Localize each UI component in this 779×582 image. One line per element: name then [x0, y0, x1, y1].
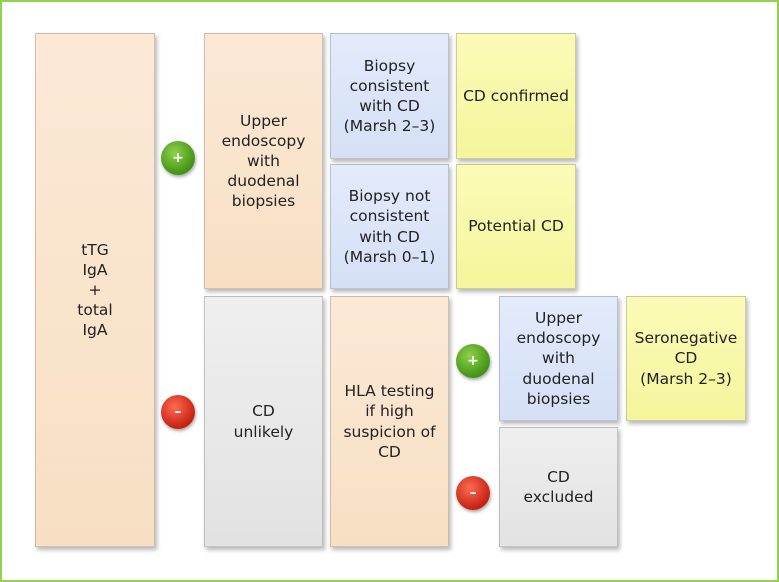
plus-icon: +	[456, 344, 490, 378]
minus-icon: –	[161, 395, 195, 429]
cd-confirmed-node: CD confirmed	[456, 33, 576, 159]
hla-testing-node: HLA testing if high suspicion of CD	[330, 296, 449, 547]
upper-endoscopy-node: Upper endoscopy with duodenal biopsies	[204, 33, 323, 289]
potential-cd-node: Potential CD	[456, 164, 576, 289]
seronegative-cd-node: Seronegative CD (Marsh 2–3)	[626, 296, 746, 421]
cd-excluded-node: CD excluded	[499, 427, 618, 547]
cd-unlikely-node: CD unlikely	[204, 296, 323, 547]
start-node-ttg-iga: tTG IgA + total IgA	[35, 33, 155, 547]
biopsy-consistent-node: Biopsy consistent with CD (Marsh 2–3)	[330, 33, 449, 159]
hla-upper-endoscopy-node: Upper endoscopy with duodenal biopsies	[499, 296, 618, 421]
minus-icon: –	[456, 476, 490, 510]
biopsy-not-consistent-node: Biopsy not consistent with CD (Marsh 0–1…	[330, 164, 449, 289]
plus-icon: +	[161, 141, 195, 175]
